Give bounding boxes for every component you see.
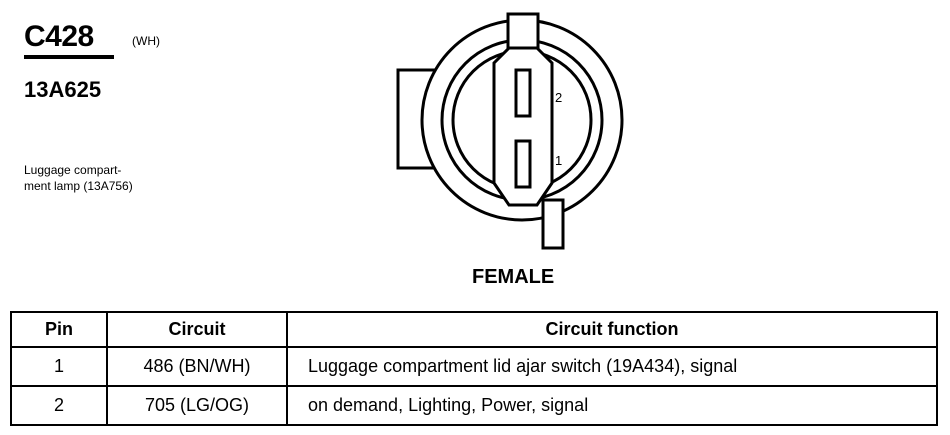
pin-2-label: 2: [555, 90, 562, 105]
connector-part-number: 13A625: [24, 77, 102, 102]
connector-bottom-key: [541, 198, 565, 250]
terminal-insert: [492, 46, 554, 207]
connector-id-underline: [24, 55, 114, 59]
row-pin: 1: [10, 346, 108, 387]
row-pin: 2: [10, 385, 108, 426]
pin-table: Pin Circuit Circuit function 1 486 (BN/W…: [10, 311, 938, 426]
pin-table-header-row: Pin Circuit Circuit function: [10, 311, 938, 348]
header-circuit-function: Circuit function: [286, 311, 938, 348]
connector-id: C428: [24, 20, 94, 53]
header-pin: Pin: [10, 311, 108, 348]
row-circuit-function: Luggage compartment lid ajar switch (19A…: [286, 346, 938, 387]
row-circuit: 486 (BN/WH): [106, 346, 288, 387]
table-row: 2 705 (LG/OG) on demand, Lighting, Power…: [10, 385, 938, 426]
pin-1-cavity: [514, 139, 532, 189]
connector-gender-label: FEMALE: [472, 266, 555, 288]
connector-face-diagram: 2 1: [396, 12, 624, 250]
connector-description: Luggage compart- ment lamp (13A756): [24, 162, 204, 194]
row-circuit: 705 (LG/OG): [106, 385, 288, 426]
pin-1-label: 1: [555, 153, 562, 168]
connector-description-line1: Luggage compart-: [24, 163, 122, 177]
pin-2-cavity: [514, 68, 532, 118]
header-circuit: Circuit: [106, 311, 288, 348]
connector-color-code: (WH): [132, 34, 160, 48]
table-row: 1 486 (BN/WH) Luggage compartment lid aj…: [10, 346, 938, 387]
connector-description-line2: ment lamp (13A756): [24, 179, 133, 193]
row-circuit-function: on demand, Lighting, Power, signal: [286, 385, 938, 426]
